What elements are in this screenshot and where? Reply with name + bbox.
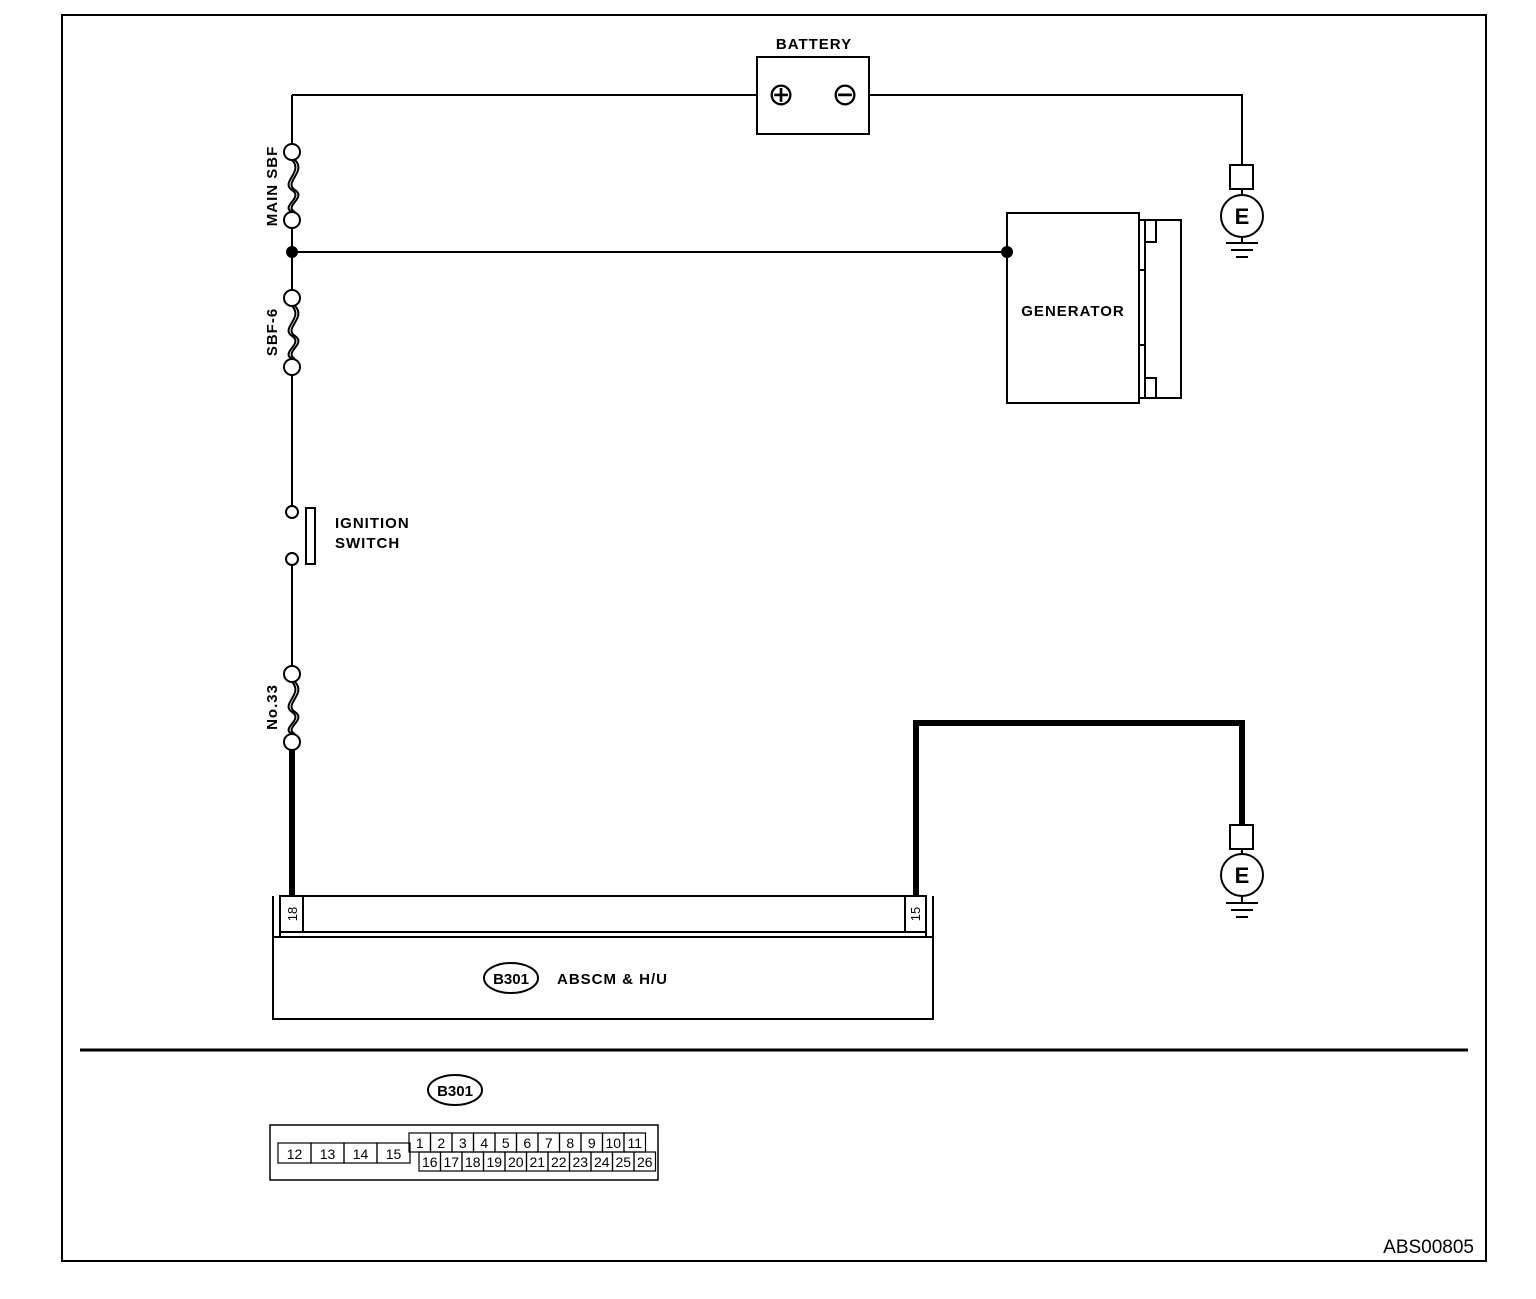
connector-pin-15: 15: [386, 1146, 402, 1162]
wire-battery-negative: [869, 94, 1243, 165]
fuse-no33: [283, 665, 301, 751]
ignition-switch: [285, 505, 316, 566]
connector-b301-label: B301: [437, 1083, 473, 1100]
ground-bottom-label: E: [1235, 863, 1250, 888]
connector-pin-18: 18: [465, 1154, 481, 1170]
connector-pin-11: 11: [627, 1135, 642, 1151]
connector-pin-24: 24: [594, 1154, 610, 1170]
sbf6-fuse: [283, 289, 301, 376]
ignition-switch-label-1: IGNITION: [335, 515, 410, 532]
wire-pin15-to-ground: [913, 720, 1245, 896]
connector-pin-14: 14: [353, 1146, 369, 1162]
page-frame: [61, 14, 1487, 1262]
pin-18-label: 18: [285, 907, 300, 921]
connector-pin-1: 1: [416, 1135, 424, 1151]
fuse-no33-label: No.33: [264, 684, 281, 730]
ground-top-label: E: [1235, 204, 1250, 229]
battery-negative-icon: ⊖: [832, 76, 859, 112]
connector-pin-25: 25: [615, 1154, 631, 1170]
generator-pulley: [1138, 219, 1182, 399]
connector-b301-grid: [277, 1132, 657, 1172]
connector-pin-15-cell: [376, 1142, 411, 1164]
connector-pin-20: 20: [508, 1154, 524, 1170]
sbf6-label: SBF-6: [264, 308, 281, 356]
battery-positive-icon: ⊕: [768, 76, 795, 112]
connector-pin-8: 8: [566, 1135, 574, 1151]
connector-b301-outline: [269, 1124, 659, 1181]
ground-bottom: [1220, 824, 1264, 918]
diagram-code: ABS00805: [1383, 1237, 1474, 1258]
connector-pin-6: 6: [523, 1135, 531, 1151]
junction-dot-generator: [1001, 246, 1013, 258]
connector-pin-13: 13: [320, 1146, 336, 1162]
connector-pin-26: 26: [637, 1154, 653, 1170]
connector-pin-9: 9: [588, 1135, 596, 1151]
connector-pin-16: 16: [422, 1154, 438, 1170]
module-name-label: ABSCM & H/U: [557, 971, 668, 988]
battery-label: BATTERY: [776, 36, 852, 53]
pin-15-label: 15: [908, 907, 923, 921]
ignition-switch-label-2: SWITCH: [335, 535, 400, 552]
generator-label: GENERATOR: [1021, 303, 1124, 320]
connector-pin-3: 3: [459, 1135, 467, 1151]
battery-box: [756, 56, 870, 135]
connector-pin-21: 21: [529, 1154, 545, 1170]
main-sbf-label: MAIN SBF: [264, 146, 281, 227]
connector-pin-7: 7: [545, 1135, 553, 1151]
connector-pin-19: 19: [486, 1154, 502, 1170]
connector-pin-17: 17: [443, 1154, 459, 1170]
junction-dot-main: [286, 246, 298, 258]
connector-pin-12: 12: [287, 1146, 303, 1162]
connector-pin-22: 22: [551, 1154, 567, 1170]
connector-pin-23: 23: [572, 1154, 588, 1170]
connector-pin-4: 4: [480, 1135, 488, 1151]
main-sbf-fuse: [283, 143, 301, 229]
ground-top: [1220, 164, 1264, 258]
abscm-module: [272, 895, 934, 1020]
connector-pin-2: 2: [437, 1135, 445, 1151]
connector-pin-10: 10: [605, 1135, 621, 1151]
connector-pin-26-cell: [633, 1151, 657, 1172]
connector-b301-oval: [427, 1074, 483, 1106]
module-connector-label: B301: [493, 971, 529, 988]
connector-pin-5: 5: [502, 1135, 510, 1151]
